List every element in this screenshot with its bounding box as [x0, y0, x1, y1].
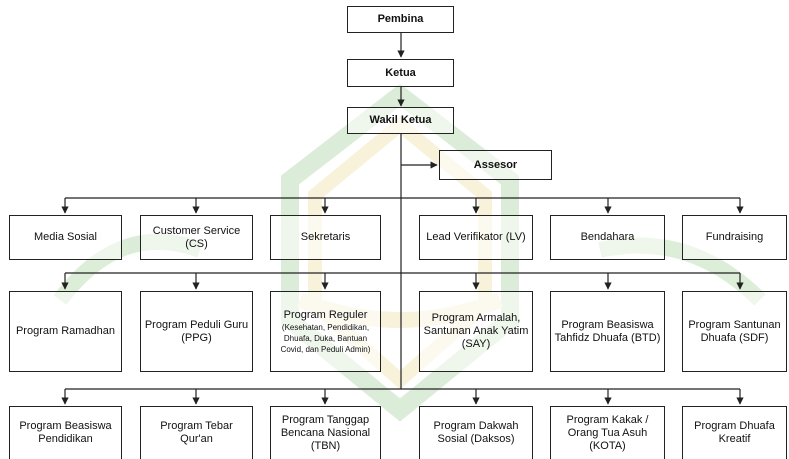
- node-program-ramadhan: Program Ramadhan: [9, 291, 122, 372]
- node-program-armalah-label: Program Armalah, Santunan Anak Yatim (SA…: [423, 312, 529, 350]
- node-program-tebar-quran-label: Program Tebar Qur'an: [160, 420, 233, 445]
- node-program-peduli-guru-label: Program Peduli Guru (PPG): [144, 318, 249, 344]
- node-bendahara: Bendahara: [550, 215, 665, 260]
- node-program-beasiswa-tahfidz-label: Program Beasiswa Tahfidz Dhuafa (BTD): [554, 318, 661, 344]
- node-bendahara-label: Bendahara: [580, 231, 635, 243]
- node-program-ramadhan-label: Program Ramadhan: [15, 325, 116, 337]
- node-lead-verifikator: Lead Verifikator (LV): [419, 215, 533, 260]
- node-media-sosial: Media Sosial: [9, 215, 122, 260]
- node-program-reguler-detail: (Kesehatan, Pendidikan, Dhuafa, Duka, Ba…: [280, 322, 371, 354]
- node-sekretaris: Sekretaris: [270, 215, 381, 260]
- node-wakil-ketua-label: Wakil Ketua: [369, 114, 432, 126]
- node-program-dakwah-sosial-label: Program Dakwah Sosial (Daksos): [433, 420, 519, 445]
- node-customer-service-label: Customer Service (CS): [152, 224, 241, 250]
- node-program-kakak-asuh-label: Program Kakak / Orang Tua Asuh (KOTA): [566, 413, 649, 452]
- node-program-santunan-dhuafa: Program Santunan Dhuafa (SDF): [682, 291, 787, 372]
- node-program-tanggap-bencana: Program Tanggap Bencana Nasional (TBN): [270, 406, 381, 459]
- node-ketua: Ketua: [347, 59, 454, 87]
- node-media-sosial-label: Media Sosial: [34, 231, 97, 243]
- node-program-dhuafa-kreatif: Program Dhuafa Kreatif: [682, 406, 787, 459]
- node-program-santunan-dhuafa-label: Program Santunan Dhuafa (SDF): [688, 318, 781, 344]
- node-program-tanggap-bencana-label: Program Tanggap Bencana Nasional (TBN): [280, 413, 371, 452]
- node-lead-verifikator-label: Lead Verifikator (LV): [426, 231, 526, 243]
- node-program-dakwah-sosial: Program Dakwah Sosial (Daksos): [419, 406, 533, 459]
- node-program-peduli-guru: Program Peduli Guru (PPG): [140, 291, 253, 372]
- node-customer-service: Customer Service (CS): [140, 215, 253, 260]
- node-pembina-label: Pembina: [377, 13, 424, 25]
- node-program-armalah: Program Armalah, Santunan Anak Yatim (SA…: [419, 291, 533, 372]
- node-pembina: Pembina: [347, 6, 454, 33]
- node-sekretaris-label: Sekretaris: [300, 231, 351, 243]
- node-program-beasiswa-tahfidz: Program Beasiswa Tahfidz Dhuafa (BTD): [550, 291, 665, 372]
- node-program-reguler-title: Program Reguler: [283, 308, 368, 321]
- node-program-dhuafa-kreatif-label: Program Dhuafa Kreatif: [694, 420, 775, 445]
- node-ketua-label: Ketua: [385, 66, 416, 79]
- node-assesor: Assesor: [439, 150, 552, 180]
- node-program-beasiswa-pendidikan-label: Program Beasiswa Pendidikan: [19, 420, 112, 445]
- node-assesor-label: Assesor: [473, 158, 518, 171]
- node-program-beasiswa-pendidikan: Program Beasiswa Pendidikan: [9, 406, 122, 459]
- node-fundraising: Fundraising: [682, 215, 787, 260]
- node-program-reguler: Program Reguler (Kesehatan, Pendidikan, …: [270, 291, 381, 372]
- node-fundraising-label: Fundraising: [705, 231, 764, 243]
- node-program-kakak-asuh: Program Kakak / Orang Tua Asuh (KOTA): [550, 406, 665, 459]
- node-wakil-ketua: Wakil Ketua: [347, 107, 454, 134]
- node-program-tebar-quran: Program Tebar Qur'an: [140, 406, 253, 459]
